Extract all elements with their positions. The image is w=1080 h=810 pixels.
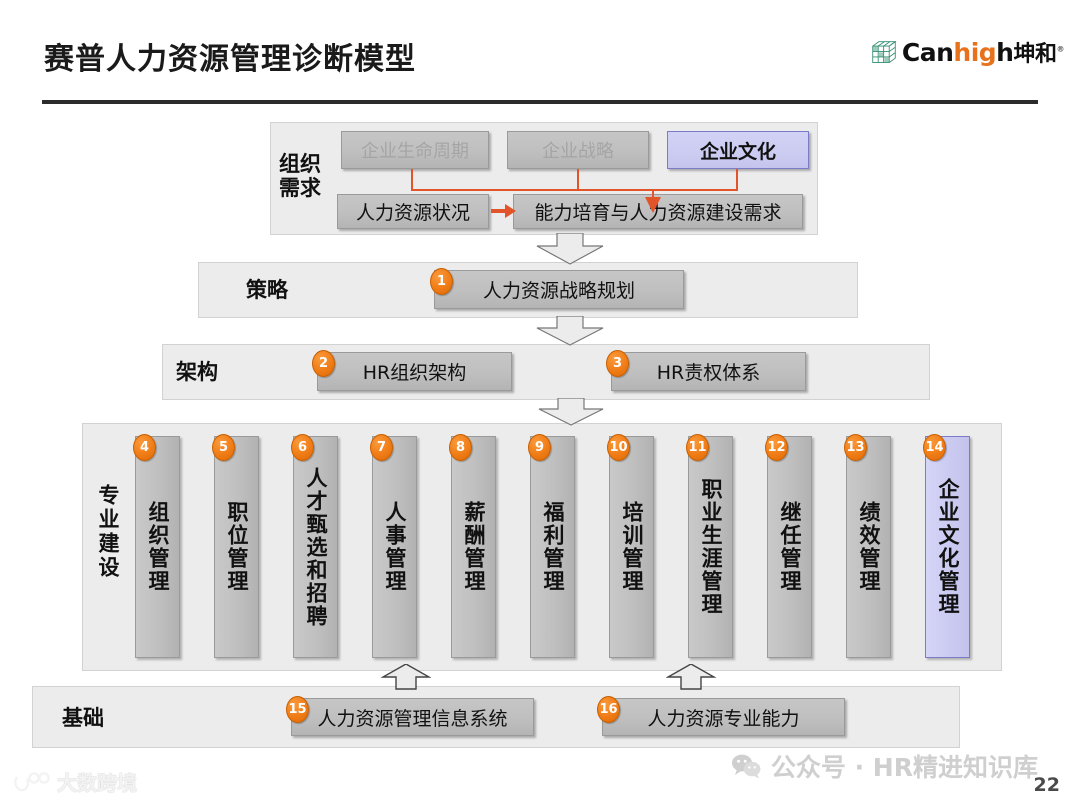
footer-watermark: 公众号 · HR精进知识库 bbox=[731, 748, 1038, 784]
brand-logo: Canhigh坤和® bbox=[871, 40, 1064, 66]
wechat-icon bbox=[731, 754, 761, 779]
professional-column-5[interactable]: 职位管理 bbox=[214, 436, 259, 658]
demand-label: 组织 需求 bbox=[279, 152, 321, 200]
badge-15: 15 bbox=[286, 696, 309, 723]
badge-8: 8 bbox=[449, 434, 472, 461]
professional-column-4-label: 组织管理 bbox=[146, 501, 170, 593]
arrow-foundation-to-professional-2 bbox=[666, 664, 716, 690]
connector-lifecycle-drop bbox=[411, 169, 413, 191]
brand-wordmark: Canhigh坤和® bbox=[901, 38, 1065, 67]
strategy-box-hr-plan[interactable]: 人力资源战略规划 bbox=[434, 270, 684, 309]
cube-grid-icon bbox=[872, 40, 897, 63]
professional-label: 专业建设 bbox=[96, 484, 120, 580]
connector-culture-drop bbox=[736, 169, 738, 191]
arrow-strategy-to-architecture bbox=[536, 316, 604, 346]
professional-column-6[interactable]: 人才甄选和招聘 bbox=[293, 436, 338, 658]
badge-7: 7 bbox=[370, 434, 393, 461]
strategy-label: 策略 bbox=[246, 278, 288, 302]
connector-down-arrowhead bbox=[645, 197, 661, 213]
foundation-label: 基础 bbox=[62, 706, 104, 730]
badge-4: 4 bbox=[133, 434, 156, 461]
brand-text-cn: 坤和 bbox=[1013, 42, 1057, 67]
professional-column-14-label: 企业文化管理 bbox=[936, 478, 960, 616]
professional-column-12-label: 继任管理 bbox=[778, 501, 802, 593]
badge-9: 9 bbox=[528, 434, 551, 461]
arrow-foundation-to-professional-1 bbox=[381, 664, 431, 690]
professional-column-12[interactable]: 继任管理 bbox=[767, 436, 812, 658]
badge-12: 12 bbox=[765, 434, 788, 461]
badge-3: 3 bbox=[606, 350, 629, 377]
demand-box-capability-need[interactable]: 能力培育与人力资源建设需求 bbox=[513, 194, 803, 229]
badge-10: 10 bbox=[607, 434, 630, 461]
professional-column-7[interactable]: 人事管理 bbox=[372, 436, 417, 658]
demand-box-culture[interactable]: 企业文化 bbox=[667, 131, 809, 169]
professional-column-13[interactable]: 绩效管理 bbox=[846, 436, 891, 658]
architecture-label: 架构 bbox=[176, 360, 218, 384]
corner-watermark: 大数跨境 bbox=[14, 767, 137, 796]
professional-column-6-label: 人才甄选和招聘 bbox=[304, 466, 328, 628]
foundation-box-hr-capability[interactable]: 人力资源专业能力 bbox=[602, 698, 845, 736]
title-divider bbox=[42, 100, 1038, 104]
professional-column-7-label: 人事管理 bbox=[383, 501, 407, 593]
arrow-demand-to-strategy bbox=[536, 233, 604, 265]
badge-11: 11 bbox=[686, 434, 709, 461]
demand-label-line1: 组织 bbox=[279, 152, 321, 176]
footer-watermark-text: 公众号 · HR精进知识库 bbox=[770, 753, 1038, 782]
professional-column-5-label: 职位管理 bbox=[225, 501, 249, 593]
demand-box-hr-status[interactable]: 人力资源状况 bbox=[337, 194, 489, 229]
professional-column-8-label: 薪酬管理 bbox=[462, 501, 486, 593]
professional-column-13-label: 绩效管理 bbox=[857, 501, 881, 593]
page-title: 赛普人力资源管理诊断模型 bbox=[44, 42, 416, 77]
connector-bus-to-arrow bbox=[652, 189, 654, 201]
badge-1: 1 bbox=[430, 268, 453, 295]
professional-column-10-label: 培训管理 bbox=[620, 501, 644, 593]
badge-14: 14 bbox=[923, 434, 946, 461]
corner-watermark-icon bbox=[14, 771, 50, 791]
demand-box-strategy[interactable]: 企业战略 bbox=[507, 131, 649, 169]
demand-label-line2: 需求 bbox=[279, 176, 321, 201]
brand-trademark: ® bbox=[1056, 44, 1065, 54]
page-number: 22 bbox=[1033, 774, 1060, 796]
professional-column-4[interactable]: 组织管理 bbox=[135, 436, 180, 658]
professional-column-11-label: 职业生涯管理 bbox=[699, 478, 723, 616]
demand-box-lifecycle[interactable]: 企业生命周期 bbox=[341, 131, 489, 169]
professional-column-8[interactable]: 薪酬管理 bbox=[451, 436, 496, 658]
architecture-box-hr-org[interactable]: HR组织架构 bbox=[317, 352, 512, 391]
arrow-right-to-capability bbox=[491, 204, 516, 218]
brand-text-pre: Can bbox=[901, 38, 954, 67]
badge-2: 2 bbox=[312, 350, 335, 377]
corner-watermark-text: 大数跨境 bbox=[57, 771, 137, 795]
professional-column-11[interactable]: 职业生涯管理 bbox=[688, 436, 733, 658]
brand-text-post: h bbox=[996, 38, 1014, 67]
professional-column-9-label: 福利管理 bbox=[541, 501, 565, 593]
badge-16: 16 bbox=[597, 696, 620, 723]
brand-text-hi: hig bbox=[953, 38, 997, 67]
architecture-box-hr-authority[interactable]: HR责权体系 bbox=[611, 352, 806, 391]
professional-column-14[interactable]: 企业文化管理 bbox=[925, 436, 970, 658]
professional-column-9[interactable]: 福利管理 bbox=[530, 436, 575, 658]
connector-horizontal-bus bbox=[411, 189, 738, 191]
foundation-box-hris[interactable]: 人力资源管理信息系统 bbox=[291, 698, 534, 736]
badge-13: 13 bbox=[844, 434, 867, 461]
badge-5: 5 bbox=[212, 434, 235, 461]
connector-strategy-drop bbox=[577, 169, 579, 191]
arrow-architecture-to-professional bbox=[538, 398, 604, 426]
architecture-panel bbox=[162, 344, 930, 400]
badge-6: 6 bbox=[291, 434, 314, 461]
professional-column-10[interactable]: 培训管理 bbox=[609, 436, 654, 658]
